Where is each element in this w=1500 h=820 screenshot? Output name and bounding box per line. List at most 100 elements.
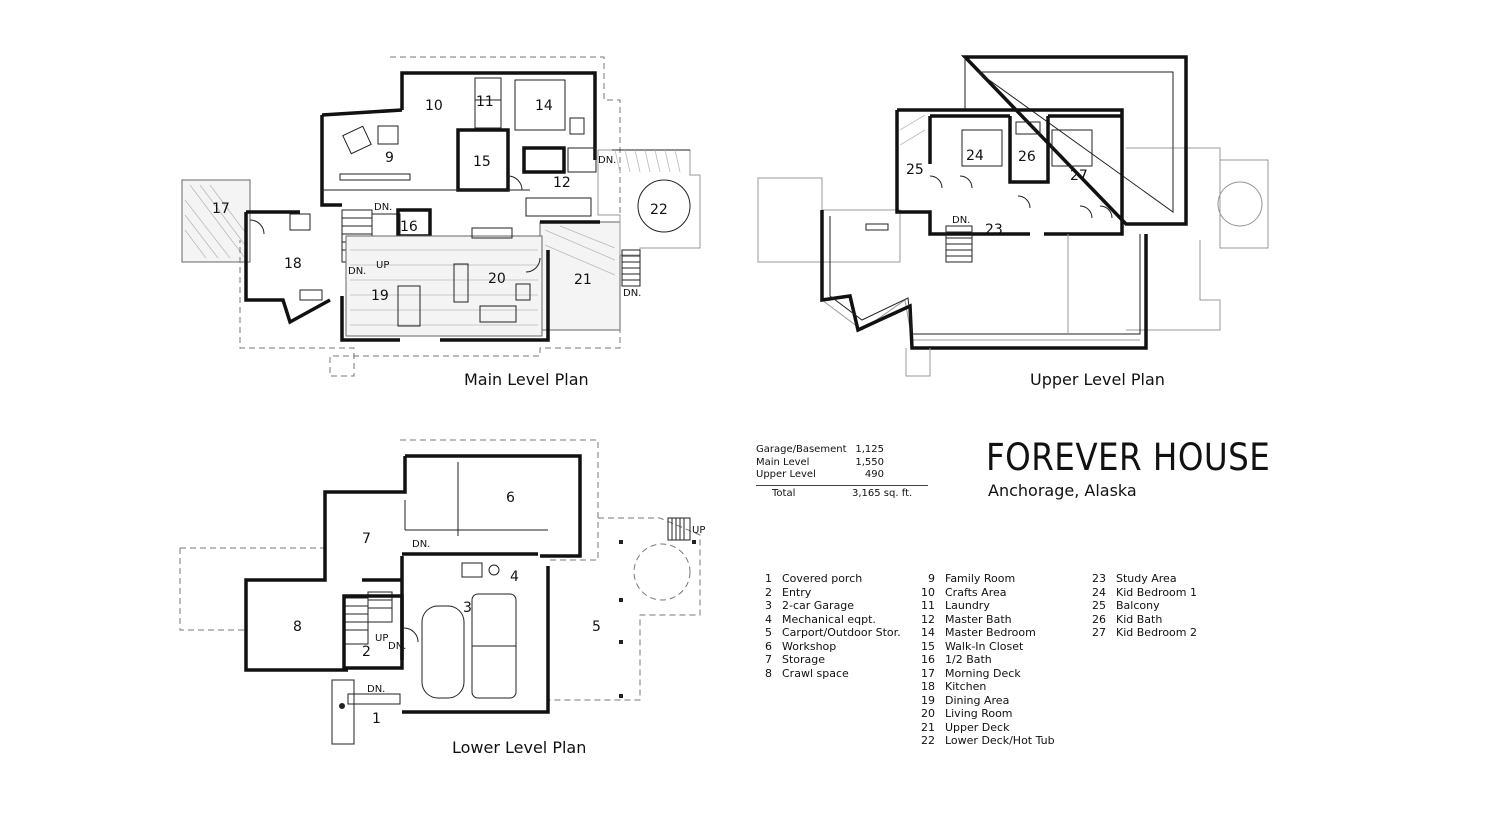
legend-item: 20 Living Room: [915, 707, 1055, 721]
legend-number: 1: [765, 572, 772, 585]
legend-number: 12: [921, 612, 935, 626]
legend-number: 3: [765, 599, 772, 612]
covered-porch: [331, 679, 355, 745]
up-label: UP: [375, 633, 388, 644]
project-location: Anchorage, Alaska: [988, 481, 1137, 500]
legend-number: 20: [921, 707, 935, 720]
legend-text: Carport/Outdoor Stor.: [782, 626, 901, 639]
room-number-26: 26: [1018, 149, 1036, 165]
room-number-8: 8: [293, 619, 302, 635]
area-row-value: 490: [864, 469, 884, 480]
legend-text: Laundry: [945, 599, 990, 612]
legend-text: Workshop: [782, 639, 837, 653]
room-number-3: 3: [463, 600, 472, 616]
legend-number: 15: [921, 639, 935, 653]
room-number-6: 6: [506, 490, 515, 506]
down-label: DN.: [412, 539, 430, 550]
legend-text: Lower Deck/Hot Tub: [945, 734, 1055, 747]
down-label: DN.: [952, 215, 970, 226]
room-number-23: 23: [985, 222, 1003, 238]
carport-outline: [548, 517, 701, 701]
area-row: Main Level 1,550: [756, 457, 928, 470]
room-number-19: 19: [371, 288, 389, 304]
legend-item: 3 2-car Garage: [752, 599, 901, 613]
area-total-row: Total 3,165 sq. ft.: [756, 484, 928, 501]
down-label: DN.: [388, 641, 406, 652]
hot-tub: [637, 179, 691, 233]
legend-text: Storage: [782, 653, 826, 666]
legend-text: Living Room: [945, 707, 1013, 720]
legend-text: Study Area: [1116, 572, 1177, 585]
legend-text: Crafts Area: [945, 585, 1007, 599]
room-number-16: 16: [400, 219, 418, 235]
room-number-22: 22: [650, 202, 668, 218]
legend-number: 9: [928, 572, 935, 585]
room-number-1: 1: [372, 711, 381, 727]
down-label: DN.: [598, 155, 616, 166]
upper-exterior-walls: [897, 108, 1124, 236]
upper-roof-below: [757, 177, 901, 263]
room-number-5: 5: [592, 619, 601, 635]
legend-text: 1/2 Bath: [945, 653, 992, 666]
lower-exterior-walls: [405, 454, 582, 558]
main-level-plan: 10 11 14 9 15 12 17 16 22 18 20 21 19 DN…: [181, 56, 701, 377]
area-row-label: Main Level: [756, 456, 810, 468]
legend-text: Upper Deck: [945, 720, 1010, 734]
legend-number: 2: [765, 585, 772, 599]
upper-roof-square: [960, 55, 1188, 226]
legend-text: 2-car Garage: [782, 599, 855, 612]
area-row: Garage/Basement 1,125: [756, 444, 928, 457]
lower-level-plan-title: Lower Level Plan: [452, 738, 587, 757]
upper-level-plan: 24 26 25 27 23 DN.: [757, 55, 1269, 377]
lower-level-plan: 6 7 4 3 5 8 2 1 DN. UP UP DN. DN.: [179, 439, 705, 745]
kid-bed-2: [1051, 129, 1093, 167]
area-row-label: Upper Level: [756, 469, 816, 480]
room-number-4: 4: [510, 569, 519, 585]
up-label: UP: [376, 260, 389, 271]
sofa: [453, 263, 469, 303]
main-level-plan-title: Main Level Plan: [464, 370, 589, 389]
legend-number: 19: [921, 693, 935, 707]
carport-posts: [619, 540, 696, 698]
legend-text: Kid Bath: [1116, 612, 1163, 626]
lower-deck: [597, 149, 701, 256]
legend-number: 17: [921, 666, 935, 680]
down-label: DN.: [367, 684, 385, 695]
room-number-24: 24: [966, 148, 984, 164]
area-total-value: 3,165 sq. ft.: [852, 487, 913, 499]
carport-stairs: [667, 517, 691, 541]
room-number-21: 21: [574, 272, 592, 288]
room-number-25: 25: [906, 162, 924, 178]
legend-number: 14: [921, 626, 935, 639]
room-number-15: 15: [473, 154, 491, 170]
room-number-11: 11: [476, 94, 494, 110]
area-row-value: 1,550: [855, 456, 884, 468]
legend-text: Kid Bedroom 1: [1116, 585, 1197, 599]
room-number-20: 20: [488, 271, 506, 287]
room-number-17: 17: [212, 201, 230, 217]
legend-text: Walk-In Closet: [945, 639, 1024, 653]
upper-level-plan-title: Upper Level Plan: [1030, 370, 1165, 389]
lower-roof-outline: [400, 439, 599, 561]
main-deck-stairs: [621, 249, 641, 287]
legend-text: Morning Deck: [945, 666, 1021, 680]
down-label: DN.: [623, 288, 641, 299]
up-label: UP: [692, 525, 705, 536]
